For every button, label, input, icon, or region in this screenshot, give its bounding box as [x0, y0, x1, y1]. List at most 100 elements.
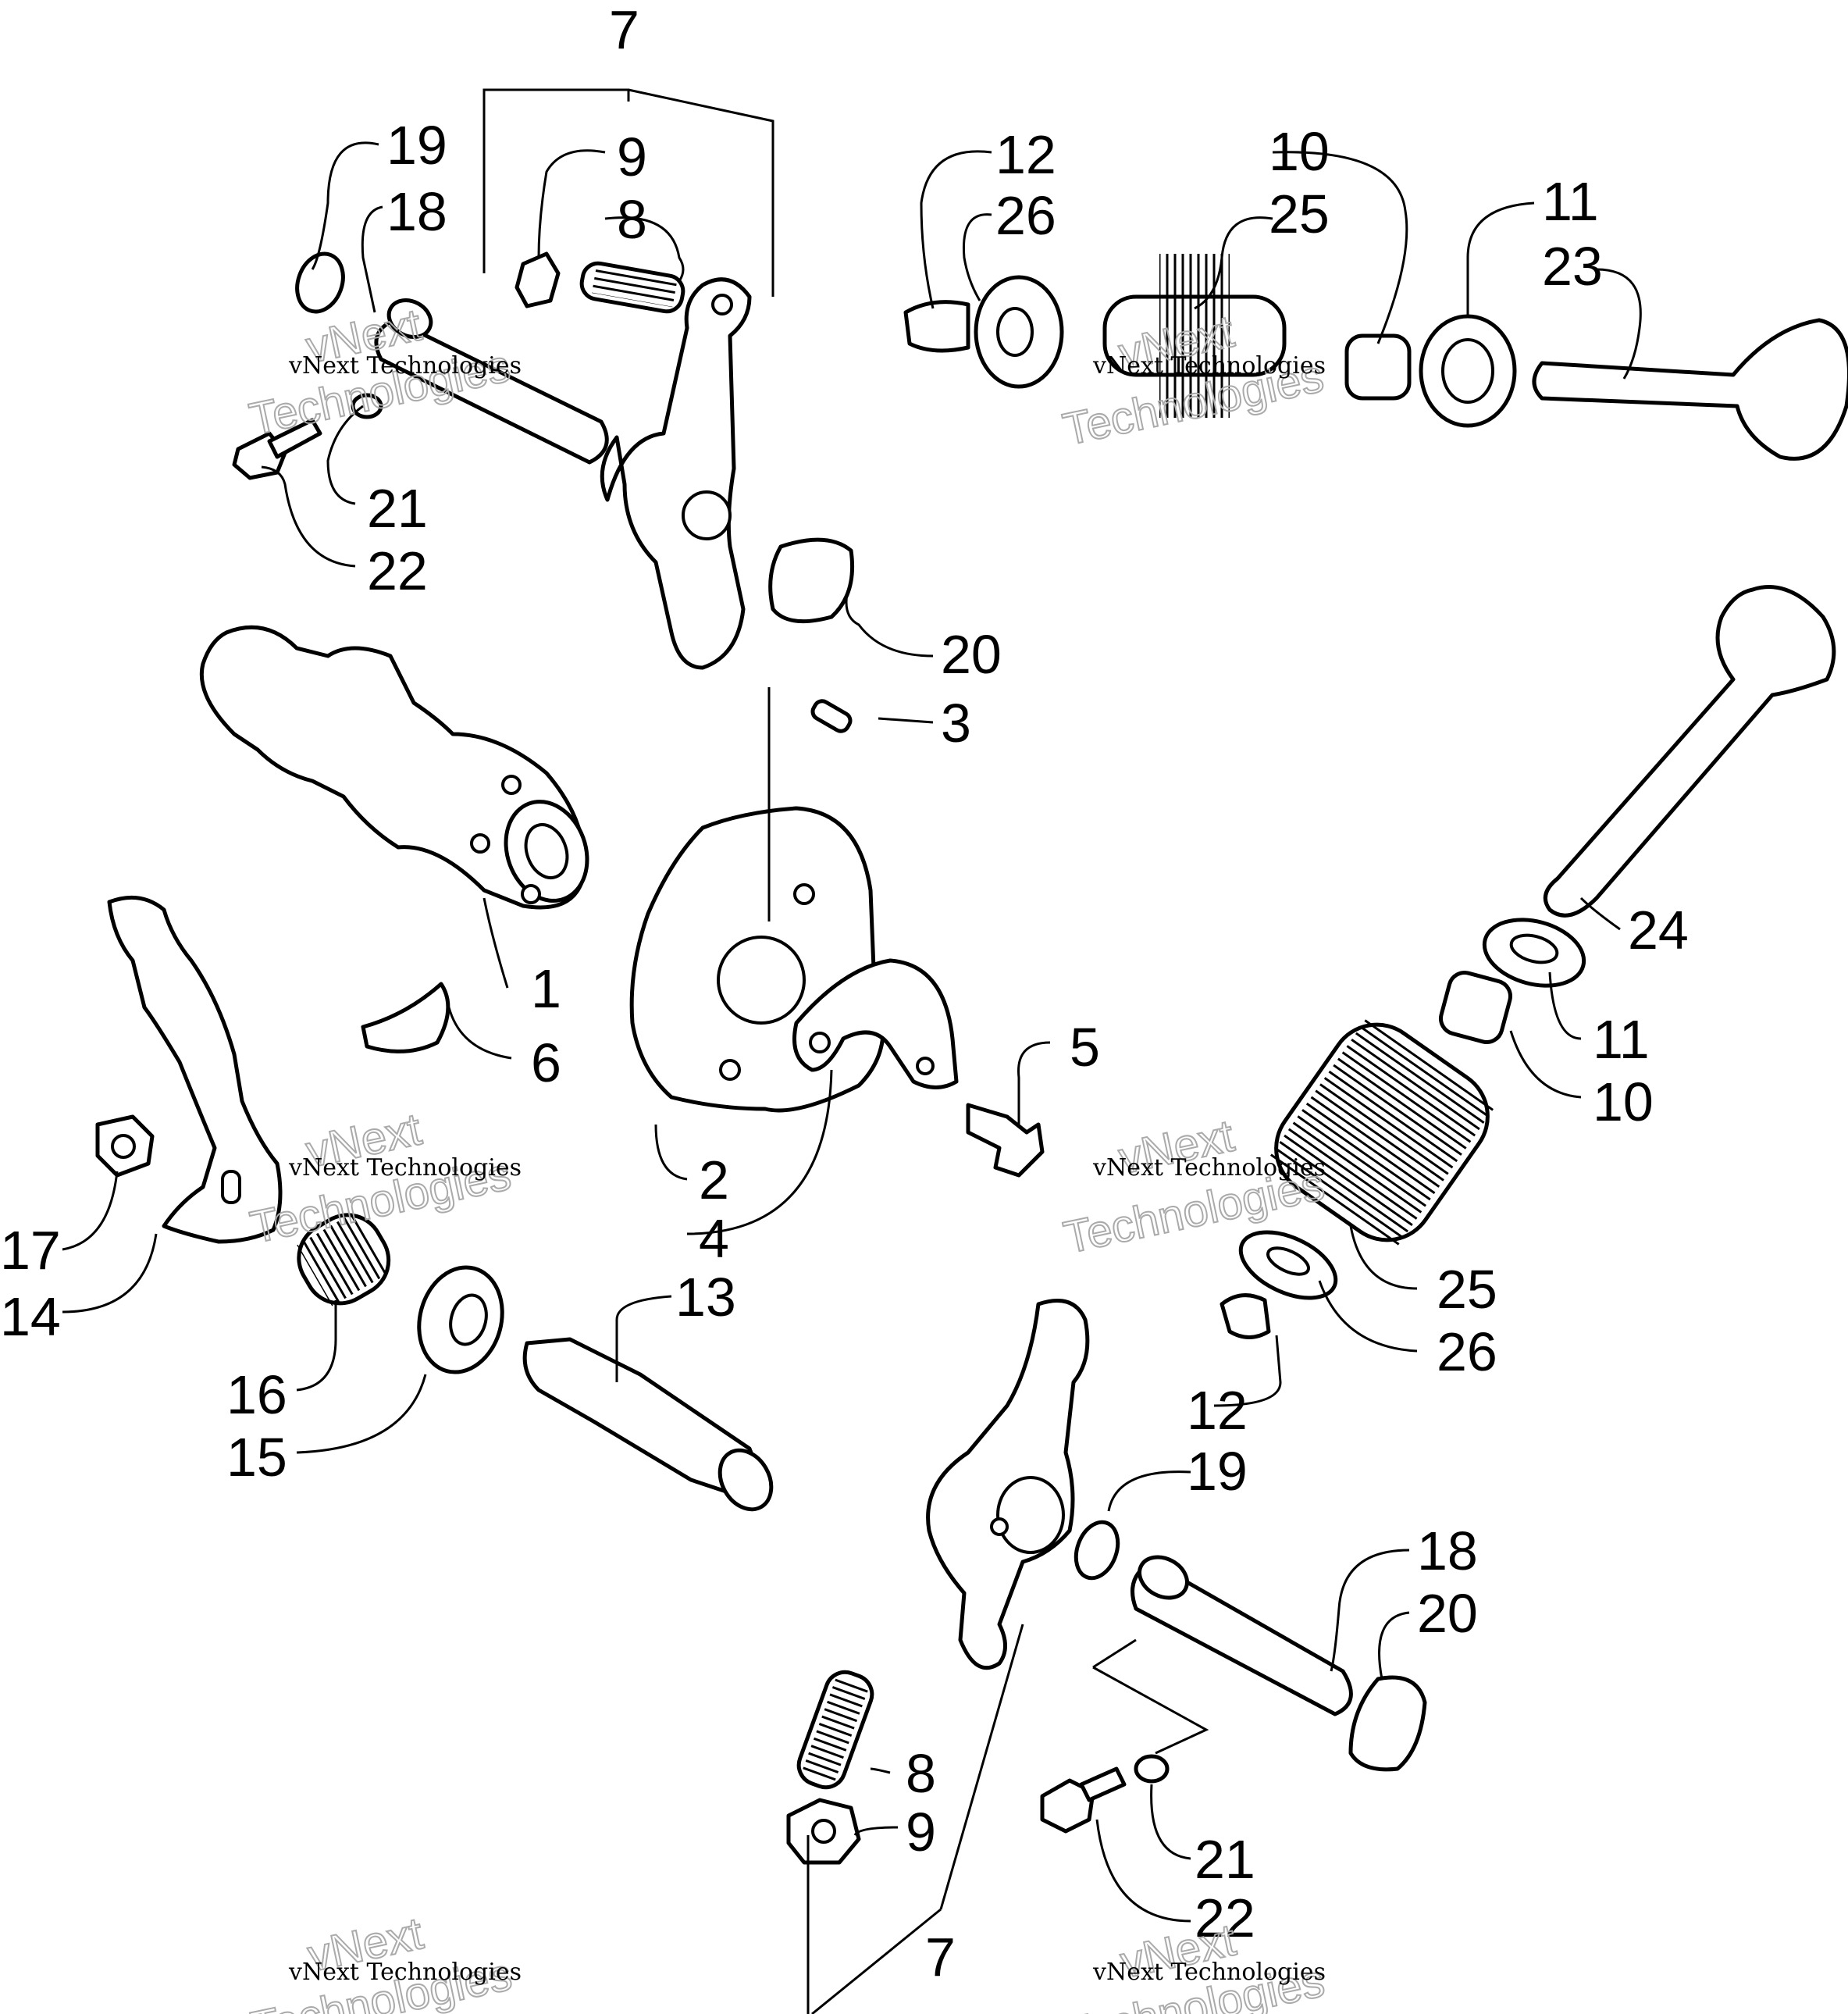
callout-9-bot: 9 [906, 1802, 936, 1863]
callout-4: 4 [699, 1208, 729, 1269]
callout-8-bot: 8 [906, 1743, 936, 1804]
callout-13: 13 [675, 1267, 736, 1328]
callout-16: 16 [226, 1364, 287, 1425]
callout-24: 24 [1628, 900, 1689, 961]
camshaft-hole-a [501, 775, 522, 795]
callout-18-bot: 18 [1417, 1520, 1478, 1581]
watermark-bottom-left: vNext Technologies [246, 1907, 517, 2014]
callout-12-top: 12 [995, 124, 1056, 185]
rocker-arm-bottom-bore [996, 1476, 1065, 1554]
callout-21-bot: 21 [1195, 1829, 1255, 1890]
plate-hole-b [916, 1057, 935, 1075]
valve-23 [1532, 318, 1848, 461]
callout-25-top: 25 [1269, 184, 1330, 244]
callout-26-top: 26 [995, 185, 1056, 246]
callout-10-mid: 10 [1593, 1071, 1654, 1132]
camshaft-1 [199, 625, 586, 910]
camshaft-hole-c [521, 884, 541, 904]
callout-14: 14 [0, 1286, 61, 1347]
watermarks: vNext Technologies vNext Technologies vN… [244, 298, 1330, 2014]
clip-6 [361, 982, 450, 1053]
bolt-22-bottom [1040, 1778, 1095, 1834]
callout-21-top: 21 [367, 478, 428, 539]
o-ring-19-bottom [1074, 1520, 1120, 1581]
spring-16-coils [297, 1212, 390, 1306]
decomp-lever-14 [107, 895, 283, 1244]
leader-lines [62, 88, 1642, 2014]
parts-layer [95, 251, 1848, 1865]
callout-9-top: 9 [617, 127, 647, 187]
rocker-arm-top-pivot [711, 294, 733, 315]
valve-spring-25-top-coils [1159, 254, 1230, 418]
camshaft-1-bore [524, 823, 569, 879]
retainer-26-top-inner [996, 307, 1034, 357]
watermark-line: vNext Technologies [1092, 1959, 1326, 1986]
callout-11-mid: 11 [1593, 1009, 1650, 1070]
seal-20-top [768, 537, 855, 624]
washer-21-top [351, 393, 383, 419]
callout-20-top: 20 [941, 624, 1002, 685]
sprocket-center-bore [717, 936, 806, 1025]
screw-thread-8-bottom [802, 1676, 869, 1784]
callout-8-top: 8 [617, 189, 647, 250]
callout-12-mid: 12 [1187, 1380, 1248, 1441]
rocker-shaft-18-bottom-end [1138, 1555, 1189, 1600]
rocker-arm-top [600, 277, 752, 670]
callout-26-mid: 26 [1437, 1321, 1497, 1382]
callout-3: 3 [941, 693, 971, 754]
bolt-22-top-shank [267, 418, 322, 459]
dowel-pin-3 [810, 699, 853, 733]
callout-2: 2 [699, 1150, 729, 1210]
callout-6: 6 [531, 1032, 561, 1093]
bolt-22-bottom-shank [1079, 1766, 1127, 1802]
nut-17-bore [111, 1134, 136, 1159]
watermark-line: vNext Technologies [288, 352, 522, 380]
callout-22-bot: 22 [1195, 1887, 1255, 1948]
screw-thread-8-top [591, 268, 677, 308]
callout-19-bot: 19 [1187, 1441, 1248, 1502]
stem-seal-10-mid [1439, 971, 1512, 1044]
collet-12-top [903, 300, 970, 353]
watermark-line: vNext Technologies [288, 1959, 522, 1986]
lock-plate-4 [792, 958, 959, 1089]
watermark-line: vNext Technologies [288, 1154, 522, 1182]
nut-9-top [515, 251, 561, 308]
rocker-arm-bottom-pivot [990, 1517, 1009, 1536]
rocker-shaft-18-top [374, 318, 609, 465]
camshaft-hole-b [470, 833, 490, 854]
lever-slot [221, 1170, 241, 1204]
spring-seat-11-top-inner [1441, 338, 1494, 404]
callout-10-top: 10 [1269, 121, 1330, 182]
watermark-line: vNext Technologies [1092, 352, 1326, 380]
watermark-bottom-right: vNext Technologies [1059, 1913, 1330, 2014]
seal-20-bottom [1348, 1675, 1427, 1772]
rocker-arm-top-bore [682, 490, 732, 540]
callout-15: 15 [226, 1427, 287, 1488]
callout-7-bot: 7 [925, 1927, 956, 1987]
sprocket-hole-b [719, 1059, 741, 1081]
callout-18-top: 18 [386, 181, 447, 242]
callout-7-top: 7 [609, 0, 639, 60]
nut-9-bottom-bore [811, 1819, 836, 1844]
callout-19-top: 19 [386, 115, 447, 176]
washer-15-inner [449, 1293, 488, 1346]
callout-17: 17 [0, 1220, 61, 1281]
rocker-shaft-18-top-end [386, 298, 433, 339]
plate-hole-a [809, 1032, 831, 1053]
callout-20-bot: 20 [1417, 1583, 1478, 1644]
o-ring-19-top [295, 251, 345, 314]
callout-25-mid: 25 [1437, 1259, 1497, 1320]
retainer-26-mid-inner [1266, 1246, 1310, 1276]
stem-seal-10-top [1344, 333, 1412, 401]
spring-seat-11-mid-inner [1509, 933, 1559, 964]
bolt-5 [966, 1103, 1045, 1178]
callout-labels: 7 19 18 9 8 12 26 10 25 11 23 21 22 20 3… [0, 0, 1689, 1987]
collet-12-mid [1220, 1293, 1271, 1339]
sprocket-hole-a [793, 883, 815, 905]
callout-5: 5 [1070, 1017, 1100, 1078]
callout-22-top: 22 [367, 540, 428, 601]
decomp-shaft-13-end [717, 1448, 774, 1512]
watermark-line: vNext Technologies [1092, 1154, 1326, 1182]
callout-11-top: 11 [1542, 171, 1599, 232]
